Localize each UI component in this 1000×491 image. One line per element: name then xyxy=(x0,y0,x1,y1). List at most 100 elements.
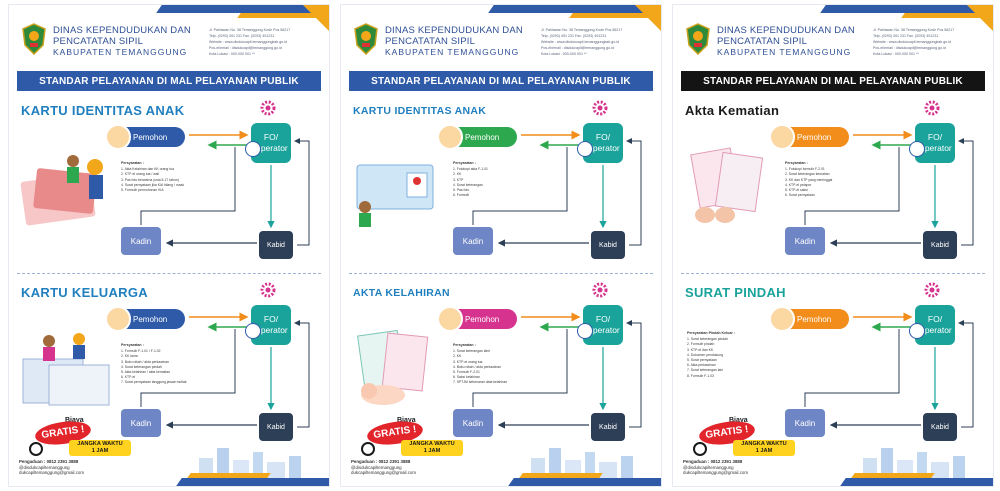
gear-icon xyxy=(924,100,940,116)
applicant-avatar-icon xyxy=(769,124,795,150)
regency-logo-icon xyxy=(354,23,378,55)
requirement-item: 7. Surat pernyataan tanggung jawab mutla… xyxy=(121,380,187,385)
pemohon-label: Pemohon xyxy=(465,314,500,324)
fo-label: FO/ xyxy=(263,314,279,324)
contact-line: Website : www.dindukcapil.temanggungkab.… xyxy=(541,40,620,44)
operator-label: Operator xyxy=(254,325,288,335)
agency-name: DINAS KEPENDUDUKAN DAN PENCATATAN SIPIL … xyxy=(717,25,867,58)
time-limit-label: JANGKA WAKTU xyxy=(741,441,787,447)
applicant-avatar-icon xyxy=(105,124,131,150)
requirement-item: 7. SPTJM kebenaran data kelahiran xyxy=(453,380,508,385)
poster-kia-kk: DINAS KEPENDUDUKAN DAN PENCATATAN SIPIL … xyxy=(8,4,330,487)
section-akta-kelahiran: AKTA KELAHIRAN Pemohon FO/ Operator xyxy=(341,279,661,449)
document-icon xyxy=(577,323,593,339)
decor-corner xyxy=(967,5,993,31)
time-limit-badge: JANGKA WAKTU 1 JAM xyxy=(401,440,463,456)
requirement-item: 4. Surat keterangan xyxy=(453,182,483,187)
pemohon-label: Pemohon xyxy=(797,132,832,142)
stopwatch-icon xyxy=(693,442,707,456)
requirement-item: 6. Surat pernyataan xyxy=(785,193,815,198)
requirements-title: Persyaratan : xyxy=(785,161,808,165)
agency-line-2: PENCATATAN SIPIL xyxy=(717,36,808,47)
section-akta-kematian: Akta Kematian Pemohon FO/ Operator xyxy=(673,97,993,267)
requirement-item: 4. KTP-el pelapor xyxy=(785,182,812,187)
document-icon xyxy=(577,141,593,157)
fo-label: FO/ xyxy=(595,314,611,324)
section-title: KARTU IDENTITAS ANAK xyxy=(353,105,487,117)
complaint-phone: Pengaduan : 0812 2391 3888 xyxy=(351,459,411,465)
contact-line: Jl. Pahlawan No. 38 Temanggung Kode Pos … xyxy=(873,28,955,32)
requirements-title: Persyaratan : xyxy=(453,161,476,165)
requirements-title: Persyaratan : xyxy=(453,343,476,347)
agency-contact: Jl. Pahlawan No. 38 Temanggung Kode Pos … xyxy=(873,27,993,57)
requirement-item: 1. Fotokopi akta F-1.01 xyxy=(453,167,488,172)
applicant-avatar-icon xyxy=(437,124,463,150)
decor-corner xyxy=(635,5,661,31)
requirement-item: 4. Surat pernyataan jika KIA hilang / ru… xyxy=(121,182,185,187)
kadin-node: Kadin xyxy=(785,227,825,255)
requirement-item: 4. Buku nikah / akta perkawinan xyxy=(453,364,502,369)
requirement-item: 3. Pas foto berwarna (usia 5-17 tahun) xyxy=(121,177,179,182)
requirement-item: 5. Surat pernyataan xyxy=(687,358,717,363)
kadin-node: Kadin xyxy=(453,409,493,437)
requirements-title: Persyaratan : xyxy=(121,161,144,165)
gear-icon xyxy=(592,100,608,116)
requirement-item: 3. Buku nikah / akta perkawinan xyxy=(121,359,170,364)
pemohon-node: Pemohon xyxy=(105,306,185,332)
contact-line: Website : www.dindukcapil.temanggungkab.… xyxy=(873,40,952,44)
time-limit-value: 1 JAM xyxy=(91,448,109,454)
operator-label: Operator xyxy=(918,143,952,153)
contact-line: Telp. (0293) 491 231 Fax. (0293) 491231 xyxy=(541,34,607,38)
kabid-node: Kabid xyxy=(259,413,293,441)
requirement-item: 2. KK xyxy=(453,354,462,359)
applicant-avatar-icon xyxy=(105,306,131,332)
kabid-node: Kabid xyxy=(591,413,625,441)
pemohon-node: Pemohon xyxy=(437,124,517,150)
pemohon-node: Pemohon xyxy=(769,124,849,150)
requirement-item: 8. Formulir F-1.03 xyxy=(687,373,714,378)
time-limit-label: JANGKA WAKTU xyxy=(77,441,123,447)
fo-label: FO/ xyxy=(927,132,943,142)
stopwatch-icon xyxy=(29,442,43,456)
family-illustration xyxy=(22,333,110,406)
kadin-node: Kadin xyxy=(121,409,161,437)
section-title: AKTA KELAHIRAN xyxy=(353,287,450,299)
complaint-phone: Pengaduan : 0812 2391 3888 xyxy=(683,459,743,465)
complaint-social: @disdukcapiltemanggung xyxy=(19,464,70,470)
document-icon xyxy=(245,323,261,339)
agency-line-3: KABUPATEN TEMANGGUNG xyxy=(53,47,188,57)
decor-stripe xyxy=(176,478,329,486)
kabid-node: Kabid xyxy=(259,231,293,259)
contact-line: Telp. (0293) 491 231 Fax. (0293) 491231 xyxy=(209,34,275,38)
requirement-item: 1. Akta Kelahiran dan KK orang tua xyxy=(121,167,174,172)
document-icon xyxy=(909,323,925,339)
section-title: Akta Kematian xyxy=(685,103,780,118)
complaint-social: @disdukcapiltemanggung xyxy=(683,464,734,470)
agency-line-2: PENCATATAN SIPIL xyxy=(53,36,144,47)
requirement-item: 5. KTP-el saksi xyxy=(785,188,808,193)
pemohon-node: Pemohon xyxy=(437,306,517,332)
requirement-item: 3. KK dan KTP yang meninggal xyxy=(785,177,833,182)
requirements-list: Persyaratan Pindah Keluar : 1. Surat ket… xyxy=(687,331,807,379)
section-kartu-identitas-anak: KARTU IDENTITAS ANAK Pemohon FO/ O xyxy=(9,97,329,267)
death-certificate-illustration xyxy=(690,147,764,223)
agency-name: DINAS KEPENDUDUKAN DAN PENCATATAN SIPIL … xyxy=(53,25,203,58)
operator-label: Operator xyxy=(586,325,620,335)
complaint-phone: Pengaduan : 0812 2391 3888 xyxy=(19,459,79,465)
complaint-email: dukcapiltemanggung@gmail.com xyxy=(19,470,84,476)
document-icon xyxy=(245,141,261,157)
requirement-item: 2. KK lama xyxy=(121,354,138,359)
decor-corner xyxy=(303,5,329,31)
requirement-item: 5. Pas foto xyxy=(453,188,470,193)
agency-name: DINAS KEPENDUDUKAN DAN PENCATATAN SIPIL … xyxy=(385,25,535,58)
gear-icon xyxy=(260,100,276,116)
pemohon-node: Pemohon xyxy=(769,306,849,332)
requirement-item: 1. Surat keterangan lahir xyxy=(453,349,491,354)
section-title: KARTU IDENTITAS ANAK xyxy=(21,103,185,118)
complaint-contact: Pengaduan : 0812 2391 3888 @disdukcapilt… xyxy=(19,459,84,476)
service-banner: STANDAR PELAYANAN DI MAL PELAYANAN PUBLI… xyxy=(681,71,985,91)
time-limit-value: 1 JAM xyxy=(423,448,441,454)
poster-akta-kematian-surat-pindah: DINAS KEPENDUDUKAN DAN PENCATATAN SIPIL … xyxy=(672,4,994,487)
gear-icon xyxy=(260,282,276,298)
poster-header: DINAS KEPENDUDUKAN DAN PENCATATAN SIPIL … xyxy=(349,19,653,65)
